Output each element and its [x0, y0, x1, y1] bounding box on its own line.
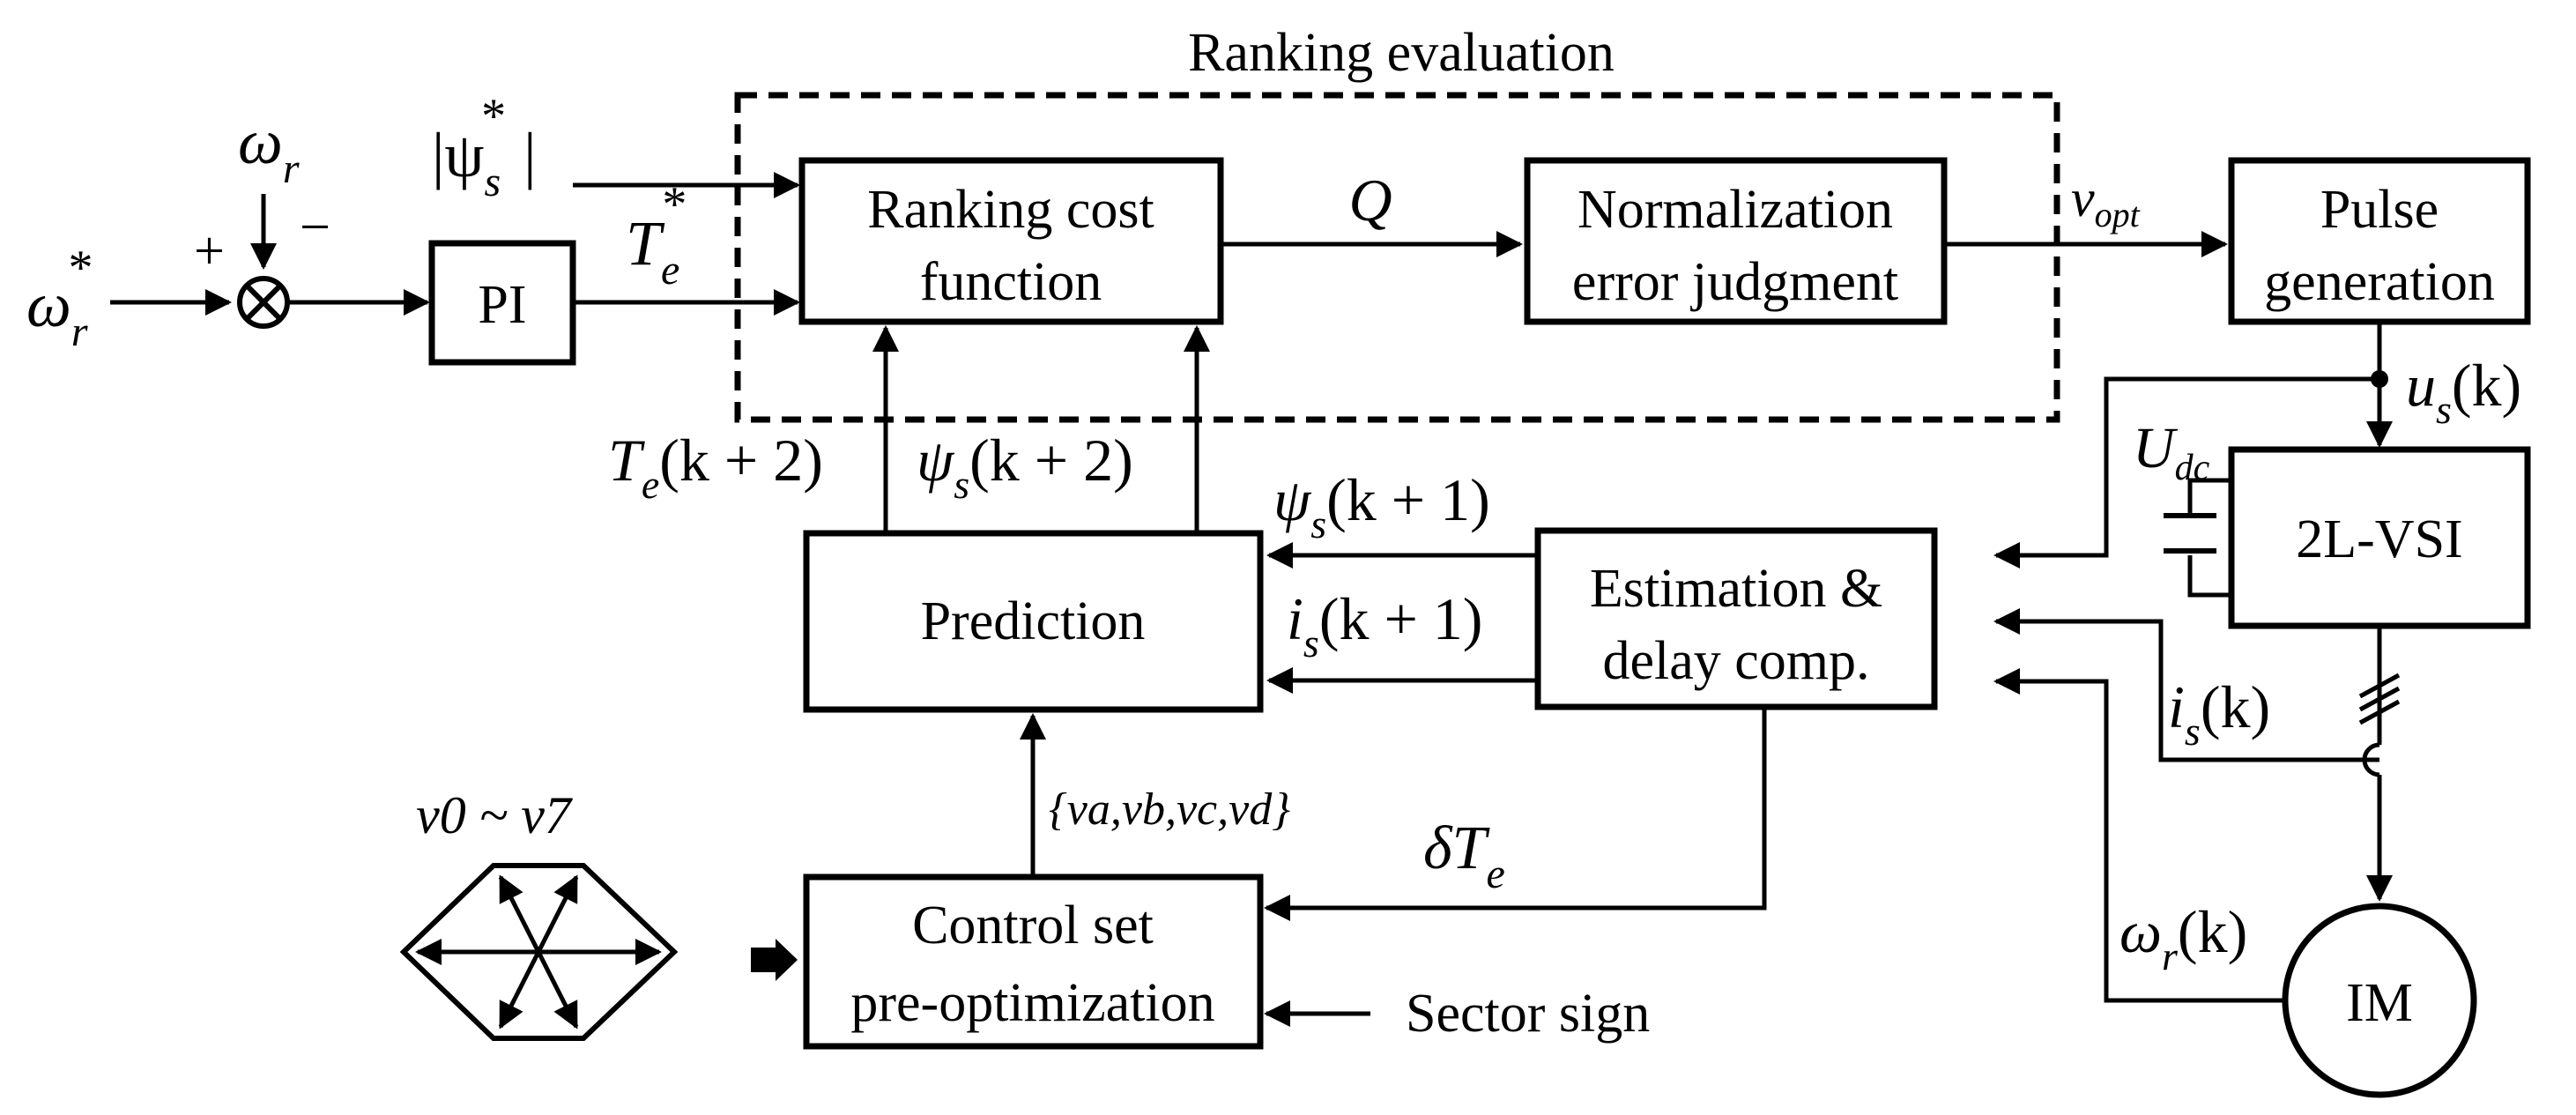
ranking-cost-function-label-line2: function — [920, 252, 1102, 312]
torque-error-arrow — [1264, 707, 1767, 921]
estimation-delay-compensation-block — [1534, 527, 1938, 710]
prediction-block — [803, 530, 1264, 713]
two-level-vsi-block — [2228, 446, 2531, 629]
pulse-generation-label-line2: generation — [2264, 252, 2495, 312]
normalization-error-judgment-block — [1524, 157, 1948, 325]
estimation-label-line1: Estimation & — [1590, 559, 1882, 619]
pulse-generation-label-line1: Pulse — [2320, 180, 2439, 240]
switching-feedback-arrow — [1993, 376, 2379, 569]
ranking-cost-function-block — [798, 157, 1224, 325]
predicted-flux-label: ψs(k + 2) — [917, 427, 1133, 507]
ranking-evaluation-title: Ranking evaluation — [1188, 23, 1615, 83]
stator-current-label: is(k) — [2168, 673, 2270, 754]
induction-motor-label: IM — [2346, 973, 2413, 1033]
control-set-pre-optimization-block — [803, 873, 1264, 1050]
ranking-evaluation-frame — [734, 92, 2060, 423]
rotor-speed-feedback-arrow — [1993, 668, 2285, 1003]
hexagon-to-control-set-arrow-icon — [751, 939, 798, 981]
candidate-vectors-label: {va,vb,vc,vd} — [1049, 784, 1290, 835]
speed-feedback-label: ωr — [238, 107, 300, 192]
summing-junction — [237, 276, 290, 329]
stator-current-feedback-arrow — [1993, 608, 2379, 762]
dc-link-capacitor — [2164, 478, 2231, 598]
sector-sign-label: Sector sign — [1406, 984, 1650, 1044]
prediction-label: Prediction — [921, 591, 1146, 651]
predicted-torque-label: Te(k + 2) — [608, 427, 823, 507]
torque-reference-label: Te* — [626, 177, 687, 294]
normalization-label-line2: error judgment — [1572, 252, 1898, 312]
sum-minus-sign: − — [300, 197, 330, 257]
speed-reference-label: ωr* — [26, 241, 93, 355]
flux-estimate-label: ψs(k + 1) — [1273, 466, 1490, 546]
q-signal-label: Q — [1348, 167, 1392, 234]
two-level-vsi-label: 2L-VSI — [2296, 509, 2462, 569]
torque-error-label: δTe — [1423, 814, 1505, 897]
flux-reference-label: |ψs*| — [432, 89, 537, 205]
voltage-vectors-label: v0 ~ v7 — [416, 786, 574, 844]
ranking-cost-function-label-line1: Ranking cost — [867, 180, 1154, 240]
estimation-label-line2: delay comp. — [1602, 631, 1869, 691]
control-set-label-line2: pre-optimization — [850, 973, 1214, 1033]
rotor-speed-label: ωr(k) — [2119, 898, 2247, 978]
control-set-label-line1: Control set — [912, 896, 1154, 955]
current-estimate-label: is(k + 1) — [1287, 585, 1482, 665]
sum-plus-sign: + — [194, 221, 225, 281]
v-opt-label: vopt — [2071, 169, 2141, 234]
voltage-vector-hexagon-icon — [399, 863, 679, 1041]
pi-controller-label: PI — [478, 275, 526, 335]
dc-voltage-label: Udc — [2133, 416, 2210, 488]
switching-signal-label: us(k) — [2406, 352, 2521, 432]
three-phase-tick-marks — [2358, 673, 2401, 725]
normalization-label-line1: Normalization — [1578, 180, 1893, 240]
